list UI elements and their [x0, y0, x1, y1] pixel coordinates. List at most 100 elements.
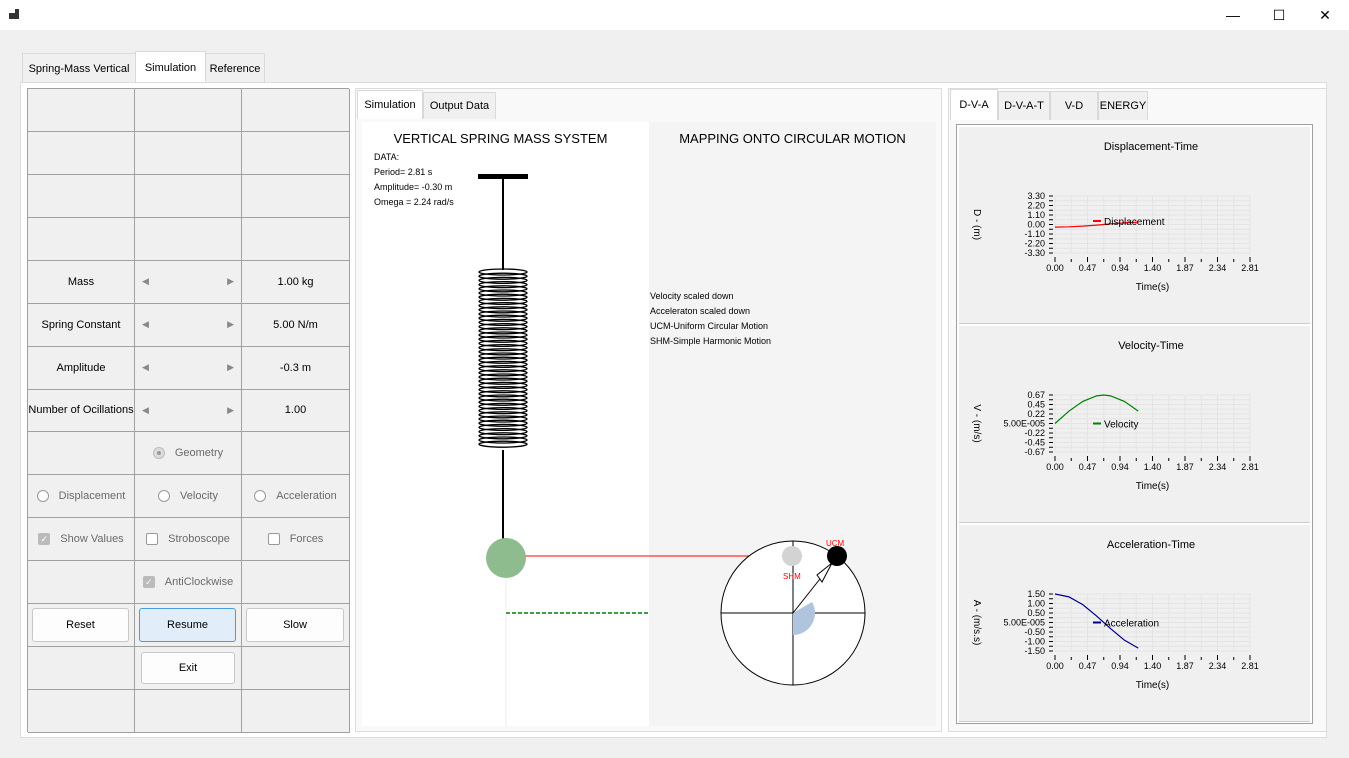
slow-button[interactable]: Slow	[246, 608, 344, 643]
decrease-arrow-icon[interactable]: ◀	[142, 319, 149, 330]
forces-option[interactable]: Forces	[242, 518, 350, 562]
tab-simulation[interactable]: Simulation	[135, 51, 206, 83]
coil-turn	[478, 318, 528, 327]
reset-button[interactable]: Reset	[32, 608, 129, 643]
mass-scrollbar[interactable]: ◀▶	[135, 260, 242, 304]
grid-cell	[242, 174, 350, 218]
amplitude-scrollbar[interactable]: ◀▶	[135, 346, 242, 390]
mass-ball	[486, 538, 526, 578]
tab-energy[interactable]: ENERGY	[1098, 91, 1148, 120]
x-tick-label: 2.81	[1241, 661, 1259, 671]
coil-turn	[478, 385, 528, 394]
anticlockwise-option[interactable]: ✓AntiClockwise	[135, 561, 242, 605]
spring-value: 5.00 N/m	[273, 318, 318, 331]
tab-reference[interactable]: Reference	[205, 53, 265, 83]
x-tick-label: 2.34	[1209, 661, 1227, 671]
show_values-checkbox[interactable]: ✓	[38, 533, 51, 546]
geometry-radio[interactable]	[152, 447, 165, 460]
tab-dva[interactable]: D-V-A	[950, 89, 998, 120]
coil-turn	[478, 398, 528, 406]
coil-turn	[478, 402, 528, 411]
acceleration-radio[interactable]	[254, 490, 267, 503]
y-tick-label: -0.50	[1024, 627, 1045, 637]
coil-turn	[478, 335, 528, 343]
close-button[interactable]: ✕	[1319, 6, 1331, 23]
coil-turn	[478, 377, 528, 385]
series-line	[1054, 394, 1139, 424]
x-tick-label: 1.40	[1144, 263, 1162, 273]
coil-turn	[478, 314, 528, 322]
tab-vd[interactable]: V-D	[1050, 91, 1098, 120]
x-tick-label: 0.94	[1111, 263, 1129, 273]
decrease-arrow-icon[interactable]: ◀	[142, 404, 149, 415]
displacement-option[interactable]: Displacement	[28, 475, 135, 519]
x-tick-label: 2.81	[1241, 462, 1259, 472]
legend-label: Velocity	[1104, 420, 1138, 431]
x-axis-label: Time(s)	[1136, 282, 1170, 293]
amplitude-value-cell: -0.3 m	[242, 346, 350, 390]
amplitude-label: Amplitude	[56, 361, 106, 374]
angle-wedge	[793, 602, 815, 635]
grid-cell	[242, 690, 350, 733]
coil-turn	[478, 394, 528, 402]
coil-turn	[478, 440, 528, 448]
chart-title: Acceleration-Time	[1107, 539, 1195, 551]
stroboscope-checkbox[interactable]	[146, 533, 159, 546]
tab-output-data[interactable]: Output Data	[423, 92, 496, 119]
grid-cell	[242, 647, 350, 691]
coil-turn	[478, 356, 528, 364]
geometry-option[interactable]: Geometry	[135, 432, 242, 476]
y-tick-label: -1.00	[1024, 637, 1045, 647]
spring-value-cell: 5.00 N/m	[242, 303, 350, 347]
minimize-button[interactable]: —	[1226, 7, 1240, 23]
resume-button[interactable]: Resume	[139, 608, 236, 643]
coil-turn	[478, 423, 528, 432]
grid-cell: Exit	[135, 647, 242, 691]
grid-cell	[242, 432, 350, 476]
circular-title: MAPPING ONTO CIRCULAR MOTION	[679, 131, 906, 146]
tab-dvat[interactable]: D-V-A-T	[998, 91, 1050, 120]
displacement-radio[interactable]	[36, 490, 49, 503]
x-tick-label: 0.00	[1046, 263, 1064, 273]
oscillations-value: 1.00	[284, 404, 307, 417]
increase-arrow-icon[interactable]: ▶	[227, 404, 234, 415]
y-tick-label: 1.00	[1027, 599, 1045, 609]
acceleration-option[interactable]: Acceleration	[242, 475, 350, 519]
grid-cell	[28, 647, 135, 691]
x-tick-label: 0.47	[1079, 661, 1097, 671]
stroboscope-option[interactable]: Stroboscope	[135, 518, 242, 562]
y-tick-label: 5.00E-005	[1003, 618, 1045, 628]
period-value: Period= 2.81 s	[374, 167, 433, 177]
oscillations-value-cell: 1.00	[242, 389, 350, 433]
spring-scrollbar[interactable]: ◀▶	[135, 303, 242, 347]
amplitude-value: -0.3 m	[279, 361, 312, 374]
show_values-option[interactable]: ✓Show Values	[28, 518, 135, 562]
increase-arrow-icon[interactable]: ▶	[227, 276, 234, 287]
decrease-arrow-icon[interactable]: ◀	[142, 276, 149, 287]
x-tick-label: 2.81	[1241, 263, 1259, 273]
decrease-arrow-icon[interactable]: ◀	[142, 362, 149, 373]
shm-ball	[782, 546, 802, 566]
increase-arrow-icon[interactable]: ▶	[227, 319, 234, 330]
notes: Velocity scaled down Acceleraton scaled …	[650, 289, 771, 349]
coil-turn	[478, 369, 528, 377]
grid-cell	[135, 174, 242, 218]
increase-arrow-icon[interactable]: ▶	[227, 362, 234, 373]
anticlockwise-checkbox[interactable]: ✓	[142, 576, 155, 589]
tab-sim-simulation[interactable]: Simulation	[357, 90, 423, 119]
forces-checkbox[interactable]	[267, 533, 280, 546]
y-tick-label: 0.22	[1027, 409, 1045, 419]
exit-button[interactable]: Exit	[141, 652, 235, 685]
tab-spring-mass-vertical[interactable]: Spring-Mass Vertical	[22, 53, 136, 83]
velocity-radio[interactable]	[158, 490, 171, 503]
coil-turn	[478, 272, 528, 280]
oscillations-label-cell: Number of Ocillations	[28, 389, 135, 433]
y-tick-label: 1.10	[1027, 210, 1045, 220]
grid-cell	[135, 89, 242, 132]
oscillations-scrollbar[interactable]: ◀▶	[135, 389, 242, 433]
geometry-label: Geometry	[174, 447, 224, 460]
maximize-button[interactable]: ☐	[1272, 6, 1286, 23]
grid-cell	[28, 217, 135, 261]
y-tick-label: -1.50	[1024, 646, 1045, 656]
velocity-option[interactable]: Velocity	[135, 475, 242, 519]
